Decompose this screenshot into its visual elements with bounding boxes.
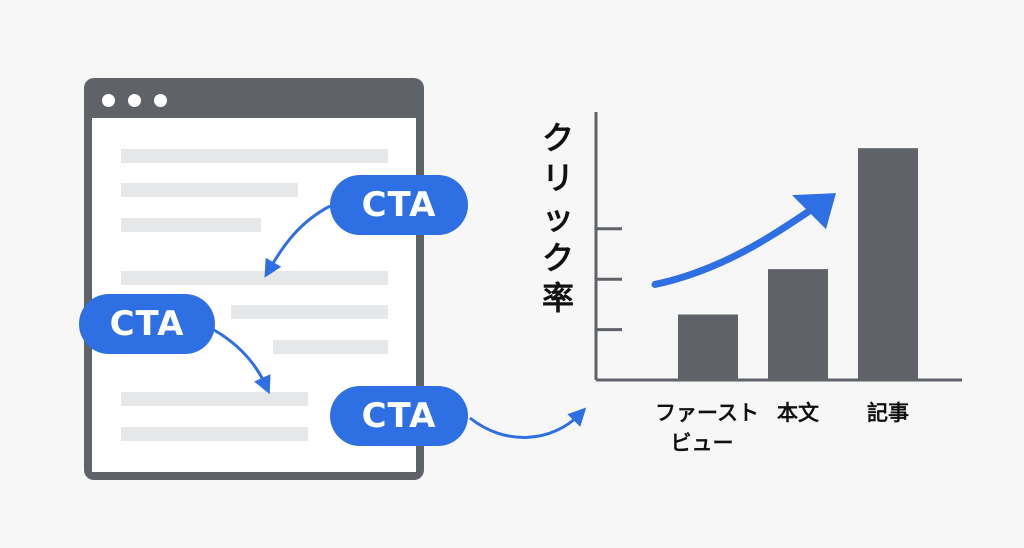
- browser-titlebar: [84, 78, 424, 118]
- window-dot: [128, 94, 141, 107]
- text-line-placeholder: [121, 183, 298, 197]
- y-axis-label-char: ッ: [541, 199, 574, 237]
- text-line-placeholder: [121, 392, 308, 406]
- cta-button[interactable]: CTA: [330, 386, 468, 446]
- bar: [768, 269, 828, 380]
- y-axis-label-char: ク: [541, 119, 574, 157]
- bar: [858, 148, 918, 380]
- curved-arrow: [264, 204, 331, 278]
- trend-arrow: [651, 201, 822, 288]
- y-axis-label-char: ク: [541, 239, 574, 277]
- cta-button[interactable]: CTA: [79, 294, 215, 354]
- x-tick-label: 本文: [777, 401, 819, 425]
- curved-arrow: [213, 328, 271, 395]
- text-line-placeholder: [231, 305, 388, 319]
- curved-arrow: [469, 407, 587, 439]
- bar: [678, 314, 738, 380]
- y-axis-label-char: 率: [541, 279, 574, 317]
- trend-arrow-head: [792, 193, 836, 230]
- text-line-placeholder: [273, 340, 388, 354]
- text-line-placeholder: [121, 149, 388, 163]
- window-dot: [102, 94, 115, 107]
- window-dot: [154, 94, 167, 107]
- cta-button[interactable]: CTA: [330, 175, 468, 235]
- chart-area: [594, 112, 962, 382]
- text-line-placeholder: [121, 271, 388, 285]
- text-line-placeholder: [121, 218, 261, 232]
- x-tick-label: ファーストビュー: [655, 401, 759, 455]
- y-axis-label: クリック率: [538, 118, 578, 318]
- y-axis-label-char: リ: [541, 159, 574, 197]
- x-tick-label: 記事: [867, 401, 909, 425]
- text-line-placeholder: [121, 427, 308, 441]
